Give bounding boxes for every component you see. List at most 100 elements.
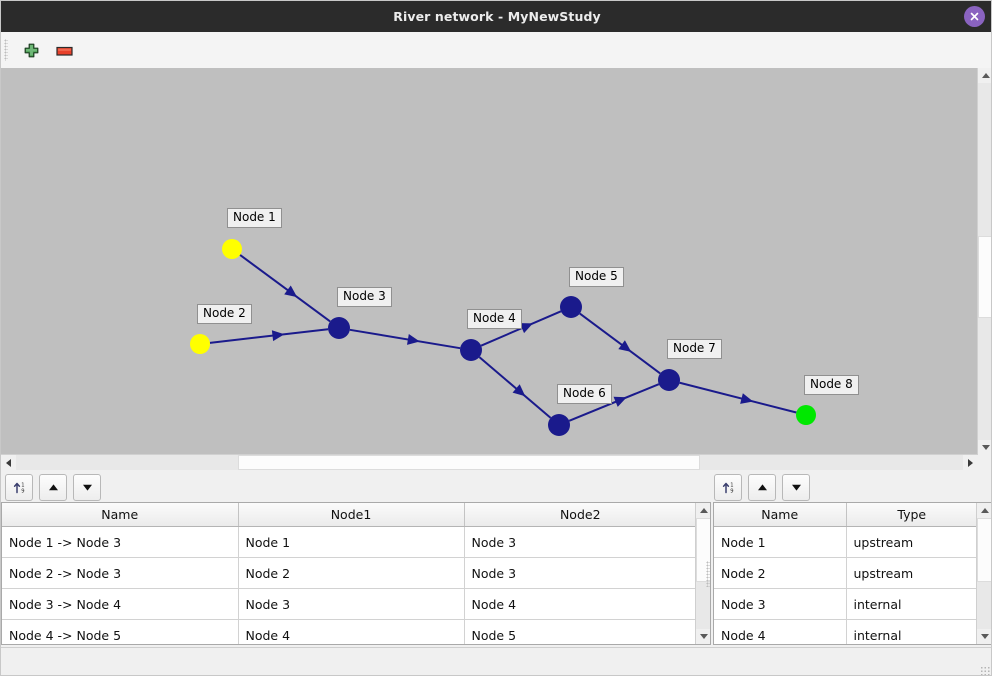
reaches-sort-button[interactable]: 1 9 (5, 473, 33, 501)
table-cell[interactable]: Node 2 -> Node 3 (2, 557, 239, 589)
column-header-type[interactable]: Type (846, 503, 977, 527)
table-cell[interactable]: Node 3 (464, 526, 696, 558)
delete-node-button[interactable] (52, 39, 76, 63)
graph-node-node-1[interactable] (222, 239, 242, 259)
reaches-vertical-scrollbar[interactable] (695, 503, 710, 644)
nodes-scroll-down-button[interactable] (977, 629, 991, 644)
reaches-move-up-button[interactable] (39, 473, 67, 501)
reaches-scroll-up-button[interactable] (696, 503, 710, 518)
table-cell[interactable]: Node 1 (714, 526, 847, 558)
graph-edge[interactable] (239, 254, 331, 323)
table-cell[interactable]: Node 5 (464, 619, 696, 644)
sort-icon: 1 9 (13, 482, 24, 494)
nodes-move-up-button[interactable] (748, 473, 776, 501)
graph-node-node-4[interactable] (460, 339, 482, 361)
table-cell[interactable]: Node 3 (464, 557, 696, 589)
graph-node-label-node-5[interactable]: Node 5 (569, 267, 624, 287)
graph-node-node-5[interactable] (560, 296, 582, 318)
close-button[interactable] (964, 6, 985, 27)
table-cell[interactable]: Node 3 (238, 588, 465, 620)
table-cell[interactable]: Node 4 (238, 619, 465, 644)
move-up-icon (757, 483, 767, 490)
chevron-left-icon (6, 458, 11, 467)
nodes-move-down-button[interactable] (782, 473, 810, 501)
add-node-button[interactable] (19, 39, 43, 63)
graph-node-node-7[interactable] (658, 369, 680, 391)
graph-edge[interactable] (209, 328, 329, 344)
graph-scroll-up-button[interactable] (978, 68, 991, 83)
column-header-node1[interactable]: Node1 (238, 503, 465, 527)
nodes-vertical-scrollbar[interactable] (976, 503, 991, 644)
graph-scroll-down-button[interactable] (978, 440, 991, 455)
graph-hscroll-thumb[interactable] (238, 455, 700, 470)
column-header-name[interactable]: Name (714, 503, 847, 527)
graph-node-label-node-7[interactable]: Node 7 (667, 339, 722, 359)
graph-node-label-node-6[interactable]: Node 6 (557, 384, 612, 404)
graph-node-node-6[interactable] (548, 414, 570, 436)
graph-scroll-left-button[interactable] (1, 455, 16, 470)
nodes-sort-button[interactable]: 1 9 (714, 473, 742, 501)
window-title: River network - MyNewStudy (393, 9, 601, 24)
sort-icon: 1 9 (722, 482, 733, 494)
graph-scroll-right-button[interactable] (963, 455, 978, 470)
graph-edge[interactable] (679, 381, 797, 414)
tables-splitter-handle[interactable] (706, 561, 710, 587)
table-cell[interactable]: Node 3 (714, 588, 847, 620)
status-bar (1, 647, 991, 675)
graph-edge[interactable] (579, 312, 661, 375)
table-cell[interactable]: Node 3 -> Node 4 (2, 588, 239, 620)
table-cell[interactable]: Node 2 (714, 557, 847, 589)
nodes-scroll-up-button[interactable] (977, 503, 991, 518)
graph-node-node-2[interactable] (190, 334, 210, 354)
reaches-scroll-down-button[interactable] (696, 629, 710, 644)
table-cell[interactable]: Node 4 (464, 588, 696, 620)
nodes-vscroll-thumb[interactable] (977, 518, 991, 582)
table-cell[interactable]: upstream (846, 526, 977, 558)
network-graph-canvas[interactable]: Node 1 Node 2 Node 3 Node 4 Node 5 Node 6 Node… (1, 68, 978, 455)
graph-horizontal-scrollbar[interactable] (1, 454, 978, 470)
graph-vertical-scrollbar[interactable] (977, 68, 991, 455)
network-graph-svg (190, 239, 816, 436)
graph-edge[interactable] (568, 383, 660, 422)
add-node-icon (24, 43, 38, 57)
graph-node-node-3[interactable] (328, 317, 350, 339)
main-toolbar (1, 32, 991, 69)
table-cell[interactable]: Node 1 -> Node 3 (2, 526, 239, 558)
column-header-name[interactable]: Name (2, 503, 239, 527)
table-cell[interactable]: Node 4 (714, 619, 847, 644)
toolbar-drag-handle[interactable] (4, 39, 8, 61)
graph-node-label-node-2[interactable]: Node 2 (197, 304, 252, 324)
chevron-up-icon (699, 508, 708, 513)
table-cell[interactable]: Node 1 (238, 526, 465, 558)
graph-node-label-node-1[interactable]: Node 1 (227, 208, 282, 228)
reaches-move-down-button[interactable] (73, 473, 101, 501)
table-cell[interactable]: upstream (846, 557, 977, 589)
graph-edge[interactable] (349, 328, 461, 350)
table-cell[interactable]: internal (846, 588, 977, 620)
graph-node-label-node-8[interactable]: Node 8 (804, 375, 859, 395)
graph-edge[interactable] (478, 356, 552, 419)
graph-vscroll-thumb[interactable] (978, 236, 991, 318)
graph-node-label-node-3[interactable]: Node 3 (337, 287, 392, 307)
chevron-down-icon (980, 634, 989, 639)
window-resize-grip[interactable] (980, 666, 990, 675)
table-cell[interactable]: internal (846, 619, 977, 644)
reaches-table-toolbar: 1 9 (5, 473, 101, 501)
graph-node-label-node-4[interactable]: Node 4 (467, 309, 522, 329)
table-cell[interactable]: Node 4 -> Node 5 (2, 619, 239, 644)
graph-node-node-8[interactable] (796, 405, 816, 425)
table-cell[interactable]: Node 2 (238, 557, 465, 589)
delete-node-icon (55, 46, 73, 56)
column-header-node2[interactable]: Node2 (464, 503, 696, 527)
